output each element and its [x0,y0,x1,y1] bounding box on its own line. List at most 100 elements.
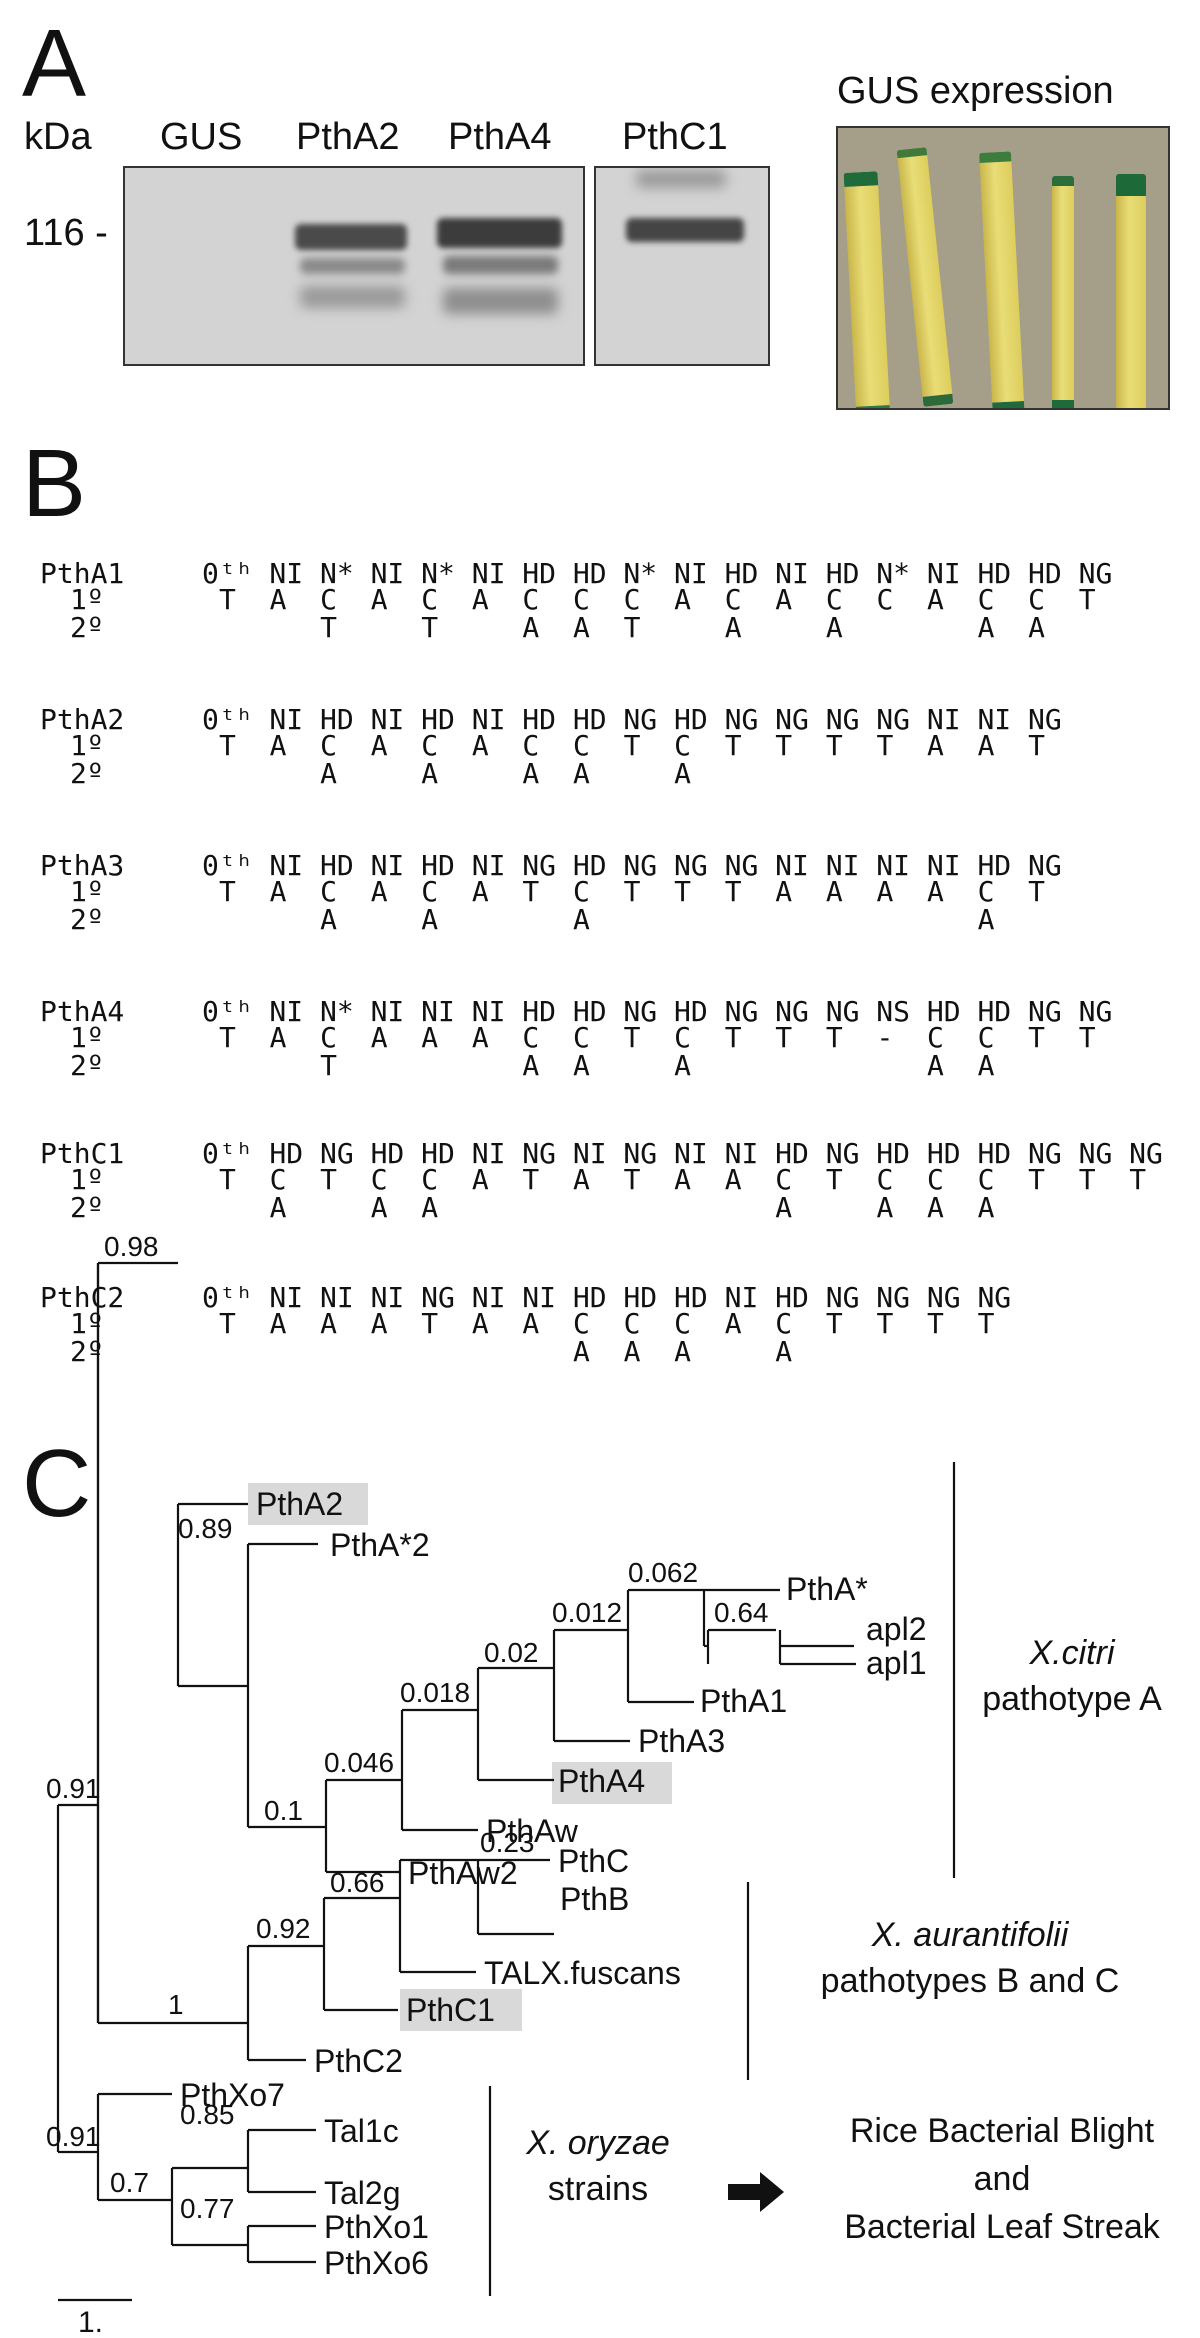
row-label-2: 2º [70,757,104,790]
leaf-talx-fuscans: TALX.fuscans [484,1955,681,1991]
band-ptha2-lower [300,258,405,274]
support-0.23: 0.23 [480,1827,535,1858]
kda-label: kDa [24,116,92,158]
lane-label-ptha4: PthA4 [448,116,552,158]
nt1-row-ptha4: T A C A A A C C T C T T T - C C T T [219,1021,1096,1054]
nt2-row-ptha4: T A A A A A [219,1049,995,1082]
band-pthc1 [626,218,744,242]
leaf-ptha-star: PthA* [786,1571,868,1607]
leaf-pthxo7: PthXo7 [180,2077,285,2113]
support-0.02: 0.02 [484,1637,539,1668]
group-citri-sub: pathotype A [982,1680,1162,1718]
support-0.1: 0.1 [264,1795,303,1826]
group-oryzae-species: X. oryzae [525,2124,670,2162]
tree-branches [56,1261,956,2302]
row-label-2: 2º [70,1049,104,1082]
support-0.012: 0.012 [552,1597,622,1628]
rvd-row-ptha4: 0ᵗʰ NI N* NI NI NI HD HD NG HD NG NG NG … [202,995,1113,1028]
leaf-ptha4: PthA4 [558,1763,645,1799]
leaf-ptha-2: PthA*2 [330,1527,430,1563]
band-ptha2-smear [300,286,405,308]
band-pthc1-upper [636,170,726,188]
leaf-pthc1: PthC1 [406,1992,495,2028]
leaf-apl2: apl2 [866,1611,927,1647]
nt1-row-pthc1: T C T C C A T A T A A C T C C C T T T [219,1163,1147,1196]
seq-name-pthc2: PthC2 [40,1281,125,1314]
leaf-pthc: PthC [558,1843,629,1879]
support-0.66: 0.66 [330,1867,385,1898]
leaf-ptha2: PthA2 [256,1486,343,1522]
nt1-row-pthc2: T A A A T A A C C C A C T T T T [219,1307,995,1340]
support-0.91-b: 0.91 [46,2121,101,2152]
support-0.98: 0.98 [104,1231,159,1262]
group-citri-species: X.citri [1029,1634,1116,1672]
nt2-row-pthc2: A A A A [219,1335,793,1368]
gus-expression-title: GUS expression [837,70,1114,112]
support-0.91-a: 0.91 [46,1773,101,1804]
nt2-row-pthc1: A A A A A A A [219,1191,995,1224]
row-label-2: 2º [70,1191,104,1224]
disease-line-2: and [974,2160,1031,2198]
nt2-row-ptha3: A A A A [219,903,995,936]
support-0.018: 0.018 [400,1677,470,1708]
row-label-1: 1º [70,875,104,908]
leaf-pthaw: PthAw [486,1813,579,1849]
highlight-pthc1 [400,1989,522,2031]
tree-leaf-labels: PthA2 PthA*2 PthA* apl2 apl1 PthA1 PthA3… [180,1486,927,2281]
leaf-pthxo1: PthXo1 [324,2209,429,2245]
support-0.64: 0.64 [714,1597,769,1628]
gus-expression-photo [836,126,1170,410]
western-blot-right [594,166,770,366]
rvd-row-ptha3: 0ᵗʰ NI HD NI HD NI NG HD NG NG NG NI NI … [202,849,1062,882]
leaf-ptha1: PthA1 [700,1683,787,1719]
nt1-row-ptha2: T A C A C A C C T C T T T T A A T [219,729,1046,762]
lane-label-gus: GUS [160,116,243,158]
group-labels: X.citri pathotype A X. aurantifolii path… [525,1634,1162,2246]
highlight-ptha4 [552,1762,672,1804]
support-0.046: 0.046 [324,1747,394,1778]
leaf-strip-5 [1116,174,1146,408]
leaf-pthxo6: PthXo6 [324,2245,429,2281]
rvd-row-ptha1: 0ᵗʰ NI N* NI N* NI HD HD N* NI HD NI HD … [202,557,1113,590]
leaf-pthb: PthB [560,1881,629,1917]
support-0.062: 0.062 [628,1557,698,1588]
group-aurantifolii-species: X. aurantifolii [871,1916,1070,1954]
band-ptha2 [295,224,407,250]
panel-b-letter: B [22,430,87,537]
panel-c-letter: C [22,1430,92,1537]
leaf-strip-4 [1052,176,1074,408]
tree-support-values: 0.98 0.89 0.91 0.1 0.046 0.018 0.02 0.01… [46,1231,769,2224]
arrow-right-icon [728,2172,784,2212]
leaf-ptha3: PthA3 [638,1723,725,1759]
lane-label-pthc1: PthC1 [622,116,728,158]
support-0.77: 0.77 [180,2193,235,2224]
row-label-1: 1º [70,729,104,762]
support-0.7: 0.7 [110,2167,149,2198]
disease-line-3: Bacterial Leaf Streak [844,2208,1161,2246]
rvd-row-ptha2: 0ᵗʰ NI HD NI HD NI HD HD NG HD NG NG NG … [202,703,1062,736]
row-label-1: 1º [70,1021,104,1054]
band-ptha4-smear [443,288,558,314]
leaf-pthaw2: PthAw2 [408,1855,518,1891]
band-ptha4 [437,218,562,248]
nt1-row-ptha3: T A C A C A T C T T T A A A A C T [219,875,1046,908]
row-label-2: 2º [70,903,104,936]
marker-116: 116 - [24,212,108,254]
panel-a-letter: A [22,10,87,117]
seq-name-ptha4: PthA4 [40,995,125,1028]
leaf-apl1: apl1 [866,1645,927,1681]
row-label-2: 2º [70,611,104,644]
group-oryzae-sub: strains [548,2170,648,2208]
scale-bar-label: 1. [78,2306,103,2338]
lane-label-ptha2: PthA2 [296,116,400,158]
seq-name-ptha2: PthA2 [40,703,125,736]
leaf-pthc2: PthC2 [314,2043,403,2079]
seq-name-ptha3: PthA3 [40,849,125,882]
seq-name-pthc1: PthC1 [40,1137,125,1170]
support-0.92: 0.92 [256,1913,311,1944]
leaf-tal2g: Tal2g [324,2175,401,2211]
group-aurantifolii-sub: pathotypes B and C [821,1962,1120,2000]
row-label-1: 1º [70,583,104,616]
leaf-tal1c: Tal1c [324,2113,399,2149]
